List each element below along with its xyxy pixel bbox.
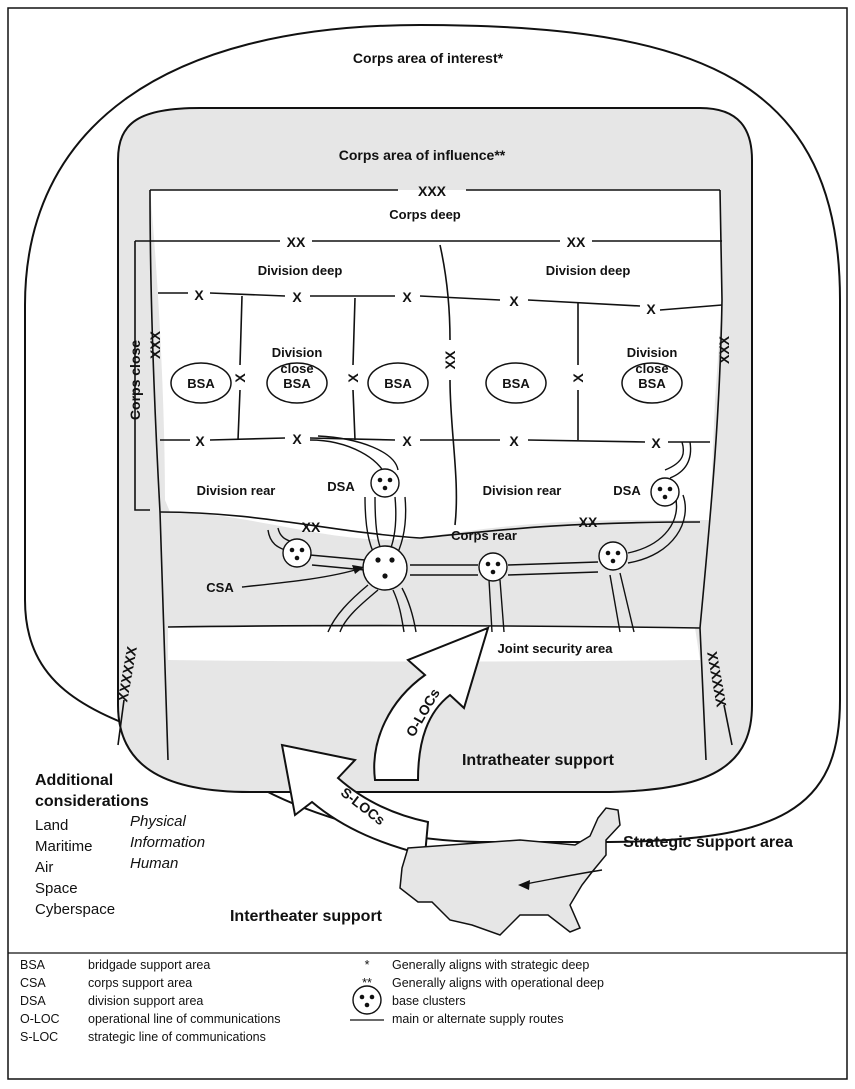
corps-rear-label: Corps rear [451,528,517,543]
legend-text: bridgade support area [88,958,210,972]
legend-abbr: S-LOC [20,1030,58,1044]
legend-abbr: DSA [20,994,46,1008]
additional-considerations-title: considerations [35,793,149,810]
legend-abbr: CSA [20,976,46,990]
dsa-label: DSA [613,483,641,498]
legend-text: division support area [88,994,203,1008]
dsa-label: DSA [327,479,355,494]
legend-text: strategic line of communications [88,1030,266,1044]
domain-item: Maritime [35,838,93,855]
division-close-line: Division [272,345,323,360]
brigade-boundary-symbol: X [195,433,205,449]
corps-boundary-symbol: XXX [418,183,447,199]
division-close-line: close [280,361,313,376]
arrowhead-icon [352,565,364,574]
o-locs-arrow [373,626,490,781]
legend-text: corps support area [88,976,192,990]
dimension-item: Information [130,834,205,851]
corps-deep-label: Corps deep [389,207,461,222]
domain-item: Land [35,817,68,834]
bsa-label: BSA [283,376,311,391]
csa-pointer-arrow [241,567,363,588]
legend: BSA bridgade support area CSA corps supp… [20,958,604,1044]
corps-deep-close-area [150,190,722,540]
dsa-base-cluster-icon [370,468,400,498]
domain-item: Air [35,859,53,876]
csa-base-cluster-icon [362,545,408,591]
brigade-boundary-symbol: X [292,289,302,305]
area-of-interest-label: Corps area of interest* [353,50,504,66]
brigade-boundary-symbol: X [345,373,361,383]
division-boundary-symbol: XX [442,350,458,369]
division-deep-label: Division deep [258,263,343,278]
brigade-boundary-symbol: X [646,301,656,317]
intratheater-support-label: Intratheater support [462,752,615,769]
legend-abbr: BSA [20,958,46,972]
bsa-label: BSA [502,376,530,391]
joint-security-area-band [168,626,700,662]
brigade-boundary-symbol: X [194,287,204,303]
division-close-line: Division [627,345,678,360]
brigade-boundary-symbol: X [651,435,661,451]
corps-boundary-symbol: XXX [147,330,163,359]
legend-text: Generally aligns with operational deep [392,976,604,990]
brigade-boundary-symbol: X [402,289,412,305]
brigade-boundary-symbol: X [232,373,248,383]
legend-text: base clusters [392,994,466,1008]
corps-close-label: Corps close [127,340,143,420]
division-boundary-symbol: XX [287,234,306,250]
division-close-line: close [635,361,668,376]
dimension-item: Physical [130,813,187,830]
legend-text: Generally aligns with strategic deep [392,958,589,972]
csa-label: CSA [206,580,234,595]
joint-security-area-label: Joint security area [498,641,614,656]
bsa-ovals [170,362,683,404]
brigade-boundary-symbol: X [292,431,302,447]
intertheater-support-label: Intertheater support [230,908,383,925]
division-boundary-symbol: XX [302,519,321,535]
brigade-boundary-symbol: X [509,293,519,309]
united-states-map-icon [399,807,621,936]
base-clusters [282,468,680,591]
legend-text: operational line of communications [88,1012,280,1026]
supply-routes [267,435,692,633]
division-boundary-symbol: XX [579,514,598,530]
base-cluster-icon [598,541,628,571]
division-boundary-symbol: XX [567,234,586,250]
brigade-boundary-symbol: X [570,373,586,383]
domain-item: Space [35,880,78,897]
dimension-item: Human [130,855,178,872]
base-cluster-icon [352,985,382,1015]
arrowhead-icon [518,880,530,890]
strategic-support-area-label: Strategic support area [623,834,793,851]
double-asterisk-symbol: ** [362,976,372,990]
division-rear-label: Division rear [483,483,562,498]
asterisk-symbol: * [365,958,370,972]
bsa-label: BSA [384,376,412,391]
legend-text: main or alternate supply routes [392,1012,564,1026]
division-rear-label: Division rear [197,483,276,498]
base-cluster-icon [478,552,508,582]
legend-abbr: O-LOC [20,1012,60,1026]
s-locs-arrow [280,743,430,857]
corps-boundary-symbol: XXX [716,335,732,364]
brigade-boundary-symbol: X [402,433,412,449]
division-deep-label: Division deep [546,263,631,278]
bsa-label: BSA [638,376,666,391]
brigade-boundary-symbol: X [509,433,519,449]
domain-item: Cyberspace [35,901,115,918]
bsa-label: BSA [187,376,215,391]
dsa-base-cluster-icon [650,477,680,507]
additional-considerations-title: Additional [35,772,113,789]
base-cluster-icon [282,538,312,568]
area-of-influence-label: Corps area of influence** [339,147,506,163]
